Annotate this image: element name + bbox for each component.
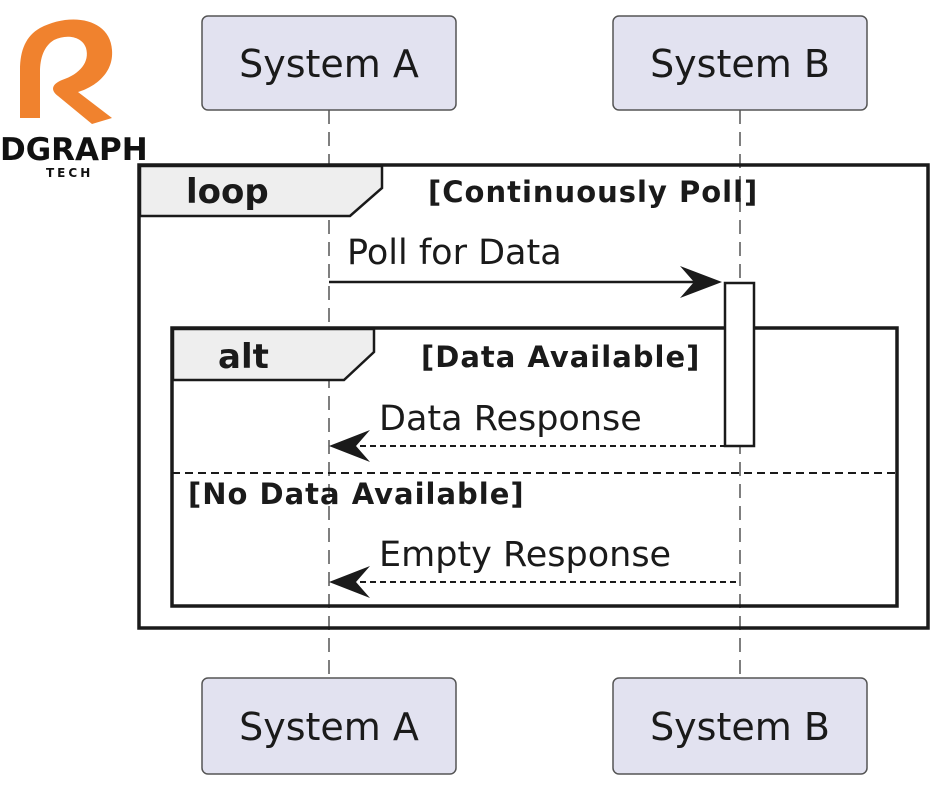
alt-keyword: alt bbox=[218, 337, 269, 377]
participant-system-a-top: System A bbox=[201, 15, 457, 111]
logo-subtitle: TECH bbox=[46, 166, 93, 180]
participant-label: System B bbox=[650, 42, 830, 86]
alt-fragment: alt [Data Available] [No Data Available] bbox=[170, 326, 899, 608]
participant-label: System A bbox=[239, 705, 419, 749]
activation-bar-system-b bbox=[723, 281, 756, 448]
message-label: Poll for Data bbox=[347, 233, 562, 273]
logo: DGRAPH TECH bbox=[0, 19, 148, 180]
alt-guard-data-available: [Data Available] bbox=[421, 340, 700, 374]
message-poll-for-data: Poll for Data bbox=[329, 233, 722, 298]
message-label: Data Response bbox=[379, 399, 642, 439]
loop-guard: [Continuously Poll] bbox=[428, 175, 758, 209]
message-empty-response: Empty Response bbox=[329, 535, 740, 598]
arrow-head bbox=[329, 430, 370, 462]
arrow-head bbox=[680, 266, 722, 298]
loop-keyword: loop bbox=[186, 172, 269, 212]
participant-system-b-bottom: System B bbox=[612, 677, 868, 775]
message-label: Empty Response bbox=[379, 535, 671, 575]
logo-r-mark bbox=[20, 19, 113, 124]
participant-label: System A bbox=[239, 42, 419, 86]
message-data-response: Data Response bbox=[329, 399, 725, 462]
participant-system-b-top: System B bbox=[612, 15, 868, 111]
alt-guard-no-data-available: [No Data Available] bbox=[188, 477, 525, 511]
arrow-head bbox=[329, 566, 370, 598]
loop-fragment: loop [Continuously Poll] bbox=[137, 163, 930, 630]
participant-system-a-bottom: System A bbox=[201, 677, 457, 775]
logo-name: DGRAPH bbox=[0, 132, 148, 168]
participant-label: System B bbox=[650, 705, 830, 749]
